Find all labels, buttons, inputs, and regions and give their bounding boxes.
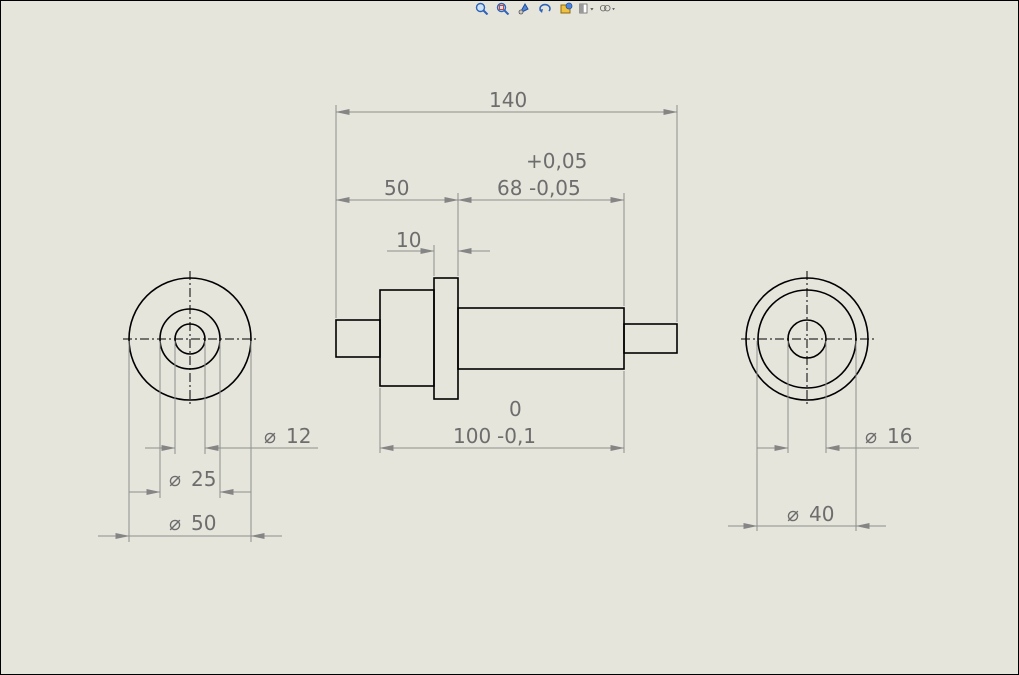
dia40-label: 40 bbox=[809, 502, 834, 526]
previous-view-icon[interactable] bbox=[515, 2, 533, 15]
left-end-view: ⌀ 12 ⌀ 25 ⌀ 50 bbox=[98, 271, 318, 542]
zoom-to-fit-icon[interactable] bbox=[473, 2, 491, 15]
zoom-area-icon[interactable] bbox=[494, 2, 512, 15]
dia50-label: 50 bbox=[191, 511, 216, 535]
dim-140-label: 140 bbox=[489, 88, 527, 112]
dim-100-upper-tol: 0 bbox=[509, 397, 522, 421]
right-end-view: ⌀ 16 ⌀ 40 bbox=[728, 271, 919, 531]
dim-10-label: 10 bbox=[396, 228, 421, 252]
dim-68-nominal: 68 bbox=[497, 176, 522, 200]
left-shoulder bbox=[379, 289, 435, 387]
rotate-view-icon[interactable] bbox=[536, 2, 554, 15]
dia40-symbol: ⌀ bbox=[787, 502, 799, 526]
dia12-label: 12 bbox=[286, 424, 311, 448]
display-style-icon[interactable] bbox=[578, 2, 596, 15]
hide-show-items-icon[interactable] bbox=[599, 2, 617, 15]
dim-100-nominal: 100 bbox=[453, 424, 491, 448]
right-stub bbox=[623, 323, 678, 354]
dia50-symbol: ⌀ bbox=[169, 511, 181, 535]
pan-view-icon[interactable] bbox=[557, 2, 575, 15]
left-stub bbox=[335, 319, 381, 358]
dim-68-upper-tol: +0,05 bbox=[526, 149, 587, 173]
dim-50-label: 50 bbox=[384, 176, 409, 200]
dia25-symbol: ⌀ bbox=[169, 467, 181, 491]
dim-100-lower-tol: -0,1 bbox=[497, 424, 536, 448]
view-toolbar bbox=[473, 1, 617, 15]
dia16-label: 16 bbox=[887, 424, 912, 448]
dia12-symbol: ⌀ bbox=[264, 424, 276, 448]
main-body bbox=[457, 307, 625, 370]
collar bbox=[433, 277, 459, 400]
dia25-label: 25 bbox=[191, 467, 216, 491]
front-view: 140 50 +0,05 68 -0,05 10 0 100 -0,1 bbox=[335, 88, 678, 453]
dim-68-lower-tol: -0,05 bbox=[529, 176, 581, 200]
dia16-symbol: ⌀ bbox=[865, 424, 877, 448]
